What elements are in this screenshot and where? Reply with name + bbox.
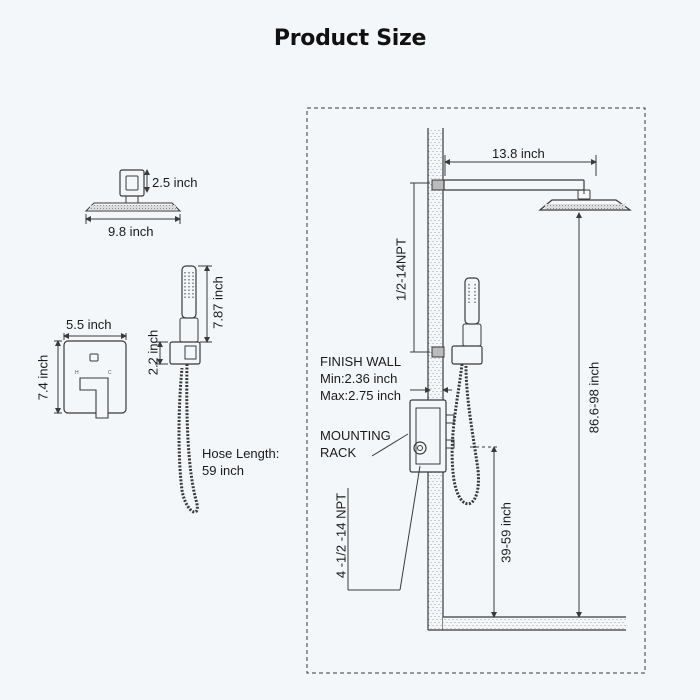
svg-text:H: H bbox=[75, 370, 79, 376]
head-width-dimension bbox=[85, 214, 181, 224]
label-leaders bbox=[347, 433, 421, 591]
handheld-length-dimension bbox=[198, 265, 212, 343]
hand-shower bbox=[169, 265, 201, 365]
arm-length-label: 13.8 inch bbox=[492, 146, 545, 161]
arm-thread-dimension bbox=[410, 182, 445, 358]
inlet-thread-label: 4 -1/2 -14 NPT bbox=[333, 492, 349, 579]
arm-length-dimension bbox=[444, 155, 597, 176]
svg-text:C: C bbox=[108, 370, 112, 376]
hose bbox=[177, 363, 199, 514]
max-depth: Max:2.75 inch bbox=[320, 388, 401, 403]
shower-arm bbox=[431, 179, 591, 200]
valve-height-label: 7.4 inch bbox=[35, 354, 51, 401]
wall bbox=[427, 128, 626, 631]
mounting-line1: MOUNTING bbox=[320, 428, 391, 443]
finish-wall-title: FINISH WALL bbox=[320, 354, 402, 369]
mounting-line2: RACK bbox=[320, 445, 357, 460]
valve-width-dimension bbox=[63, 333, 127, 340]
valve-width-label: 5.5 inch bbox=[66, 317, 112, 332]
holder-height-dimension bbox=[155, 341, 168, 365]
handheld-length-label: 7.87 inch bbox=[210, 276, 226, 329]
hose-length-line1: Hose Length: bbox=[202, 446, 280, 461]
shower-head-small bbox=[84, 169, 182, 212]
rough-in-height-label: 39-59 inch bbox=[498, 502, 514, 563]
installation-frame bbox=[306, 107, 646, 674]
hose-length-label: Hose Length: 59 inch bbox=[202, 445, 279, 479]
rough-in-height-dimension bbox=[470, 446, 500, 618]
arm-thread-label: 1/2-14NPT bbox=[393, 238, 409, 301]
head-height-label: 2.5 inch bbox=[152, 175, 198, 190]
head-width-label: 9.8 inch bbox=[108, 224, 154, 239]
hose-length-line2: 59 inch bbox=[202, 463, 244, 478]
shower-head-installed bbox=[538, 199, 632, 211]
finish-wall-label: FINISH WALL Min:2.36 inch Max:2.75 inch bbox=[320, 353, 401, 404]
valve-trim-plate: H C bbox=[63, 340, 127, 419]
total-height-label: 86.6-98 inch bbox=[586, 361, 602, 434]
mounting-rack bbox=[409, 399, 455, 473]
mounting-rack-label: MOUNTING RACK bbox=[320, 427, 391, 461]
valve-height-dimension bbox=[54, 340, 62, 414]
min-depth: Min:2.36 inch bbox=[320, 371, 398, 386]
page-title: Product Size bbox=[273, 26, 427, 51]
hand-shower-installed bbox=[450, 277, 483, 506]
holder-height-label: 2.2 inch bbox=[145, 329, 161, 376]
